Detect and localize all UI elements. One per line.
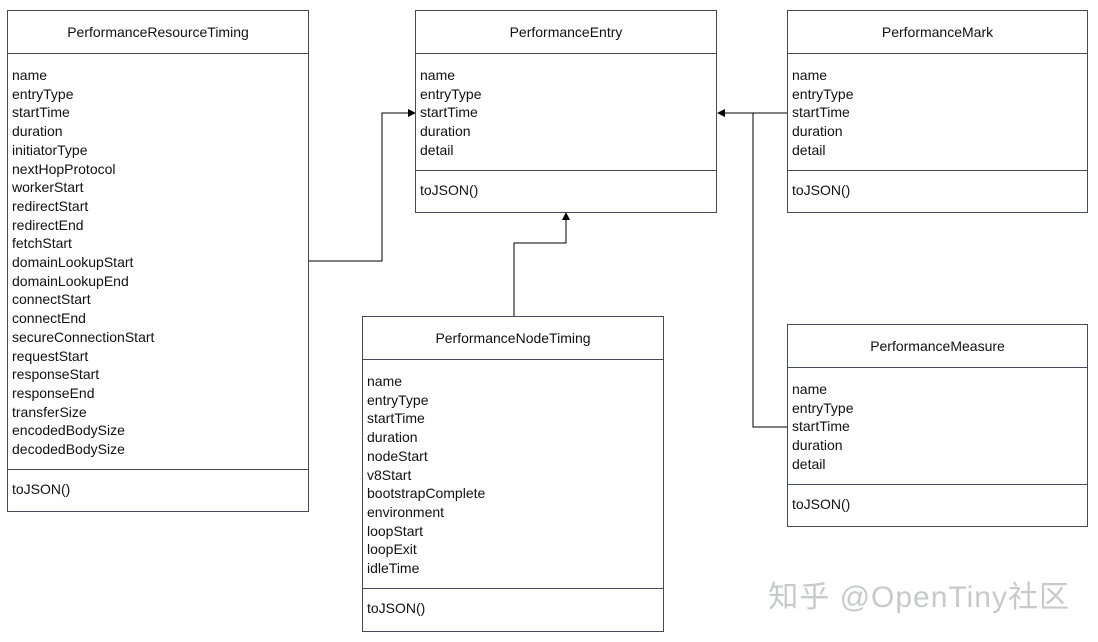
method-list: toJSON() [416,171,716,200]
attribute: connectStart [12,291,91,308]
attribute: encodedBodySize [12,422,125,439]
attribute-list: name entryType startTime duration nodeSt… [363,360,663,589]
attribute: name [367,373,403,389]
attribute: startTime [792,104,850,121]
attribute-list: name entryType startTime duration detail [788,54,1087,171]
attribute: nextHopProtocol [12,160,116,177]
connector-node-timing-to-entry [513,212,570,316]
attribute: startTime [367,410,425,427]
attribute: entryType [12,85,74,102]
attribute: workerStart [12,179,84,196]
connector-resource-timing-to-entry [309,109,416,262]
attribute: duration [792,437,843,454]
class-box-performance-resource-timing: PerformanceResourceTiming name entryType… [7,10,309,512]
attribute-list: name entryType startTime duration initia… [8,54,308,470]
attribute: detail [792,141,826,158]
attribute: detail [420,141,454,158]
attribute: requestStart [12,347,89,364]
method: toJSON() [12,481,71,497]
attribute: duration [420,123,471,140]
attribute: responseEnd [12,384,95,401]
attribute: entryType [792,399,854,416]
attribute: name [12,67,48,83]
attribute: startTime [792,418,850,435]
attribute: name [792,67,828,83]
attribute: redirectEnd [12,216,84,233]
method-list: toJSON() [788,485,1087,514]
attribute: fetchStart [12,235,72,252]
class-name: PerformanceMark [788,11,1087,54]
attribute: responseStart [12,366,100,383]
attribute: loopStart [367,522,424,539]
attribute: duration [367,429,418,446]
method-list: toJSON() [363,589,663,618]
class-box-performance-measure: PerformanceMeasure name entryType startT… [787,324,1088,527]
attribute: entryType [367,391,429,408]
connector-measure-to-entry [752,113,787,428]
attribute: loopExit [367,541,417,558]
method-list: toJSON() [788,171,1087,200]
attribute: secureConnectionStart [12,328,155,345]
attribute: decodedBodySize [12,441,125,458]
attribute: startTime [12,104,70,121]
attribute: duration [792,123,843,140]
attribute: connectEnd [12,310,86,327]
method: toJSON() [792,182,851,198]
method: toJSON() [367,600,426,616]
attribute: startTime [420,104,478,121]
attribute: environment [367,503,445,520]
attribute-list: name entryType startTime duration detail [416,54,716,171]
class-box-performance-mark: PerformanceMark name entryType startTime… [787,10,1088,213]
method: toJSON() [420,182,479,198]
attribute: idleTime [367,560,420,577]
attribute: redirectStart [12,197,89,214]
attribute: name [792,381,828,397]
attribute: entryType [792,85,854,102]
attribute: domainLookupEnd [12,272,129,289]
class-name: PerformanceMeasure [788,325,1087,368]
attribute: entryType [420,85,482,102]
class-name: PerformanceNodeTiming [363,317,663,360]
attribute: nodeStart [367,447,428,464]
attribute: name [420,67,456,83]
watermark: 知乎 @OpenTiny社区 [768,581,1070,614]
attribute: v8Start [367,466,412,483]
attribute: transferSize [12,403,87,420]
attribute: bootstrapComplete [367,485,486,502]
class-name: PerformanceEntry [416,11,716,54]
attribute: domainLookupStart [12,254,134,271]
class-name: PerformanceResourceTiming [8,11,308,54]
class-box-performance-entry: PerformanceEntry name entryType startTim… [415,10,717,213]
attribute: duration [12,123,63,140]
method: toJSON() [792,496,851,512]
attribute: detail [792,455,826,472]
attribute: initiatorType [12,141,88,158]
attribute-list: name entryType startTime duration detail [788,368,1087,485]
class-box-performance-node-timing: PerformanceNodeTiming name entryType sta… [362,316,664,632]
method-list: toJSON() [8,470,308,499]
